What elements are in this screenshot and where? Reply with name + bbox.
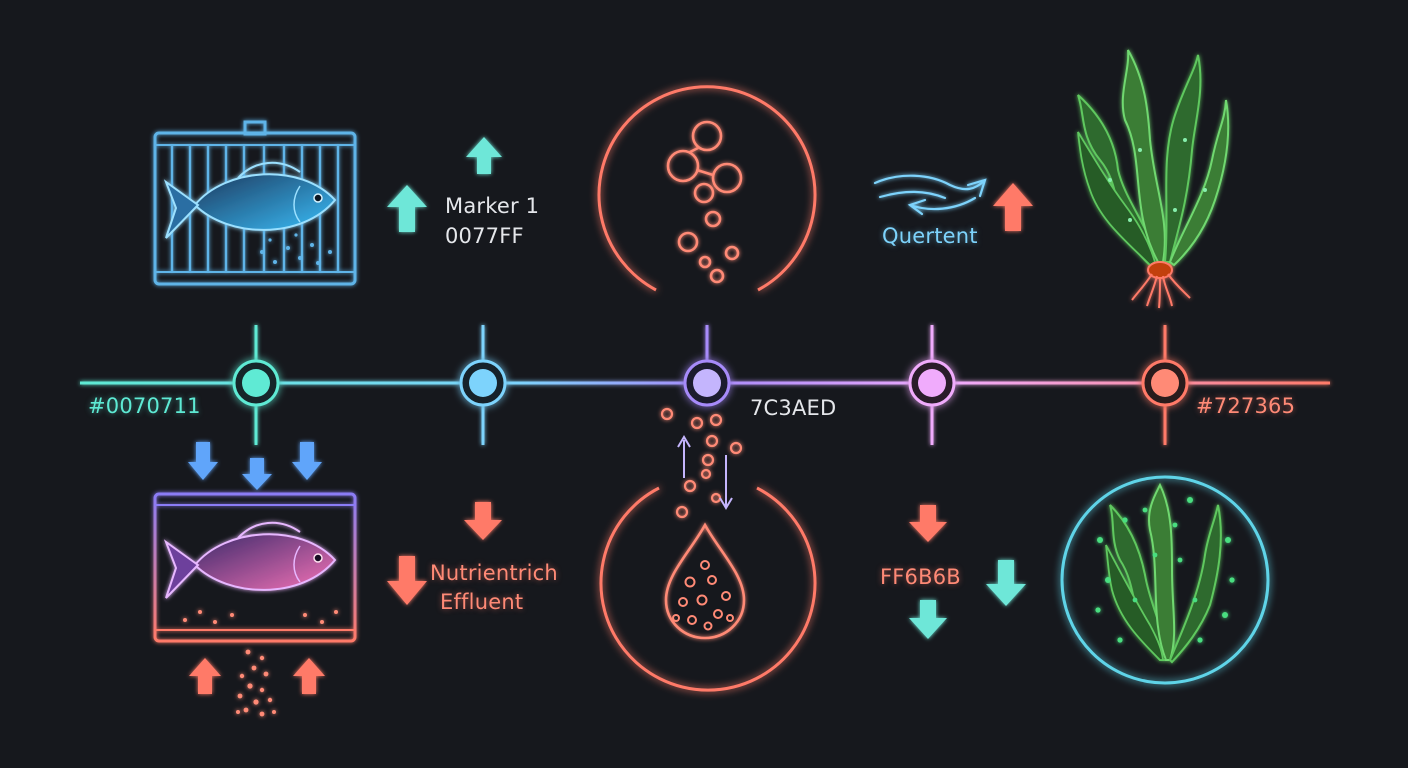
arrow-down-icon [242,458,272,490]
effluent-line-2: Effluent [440,590,524,614]
right-hex-label: #727365 [1196,394,1296,418]
marker-code: 0077FF [445,224,524,248]
node-pink [908,359,956,407]
fish-cage-icon [153,120,357,286]
arrow-down-icon [464,502,502,540]
effluent-line-1: Nutrientrich [430,561,558,585]
seaweed-icon [1077,49,1230,309]
arrow-down-icon [909,600,947,639]
water-current-icon [873,174,987,216]
arrow-up-icon [993,183,1033,231]
molecule-icon [597,85,817,292]
current-label: Quertent [882,224,978,248]
fish-top [163,161,337,239]
exchange-bubbles [660,407,743,519]
arrow-up-icon [466,137,502,174]
nutrient-droplet-icon [599,486,817,692]
molecule-bubbles [666,120,743,284]
node-coral [1141,359,1189,407]
arrow-up-icon [189,658,221,694]
exchange-arrows [677,435,733,510]
fish-bottom [163,521,337,599]
droplet-particles [672,560,734,631]
coral-hex-label: FF6B6B [880,565,961,589]
arrow-down-icon [188,442,218,480]
arrow-up-icon [293,658,325,694]
arrow-down-icon [986,560,1026,606]
center-hex-label: 7C3AED [750,396,837,420]
arrow-down-icon [292,442,322,480]
arrow-down-icon [909,505,947,542]
arrow-up-icon [387,185,427,232]
particle-plume [236,649,276,717]
node-teal [232,359,280,407]
marker-title: Marker 1 [445,194,540,218]
left-hex-label: #0070711 [88,394,201,418]
node-blue [459,359,507,407]
droplet [664,522,746,640]
seaweed-circle-icon [1060,475,1270,685]
seaweed-in-circle [1095,482,1235,664]
arrow-down-icon [387,556,427,605]
node-violet [683,359,731,407]
fish-cage-icon [153,492,357,643]
timeline-nodes [232,359,1189,407]
